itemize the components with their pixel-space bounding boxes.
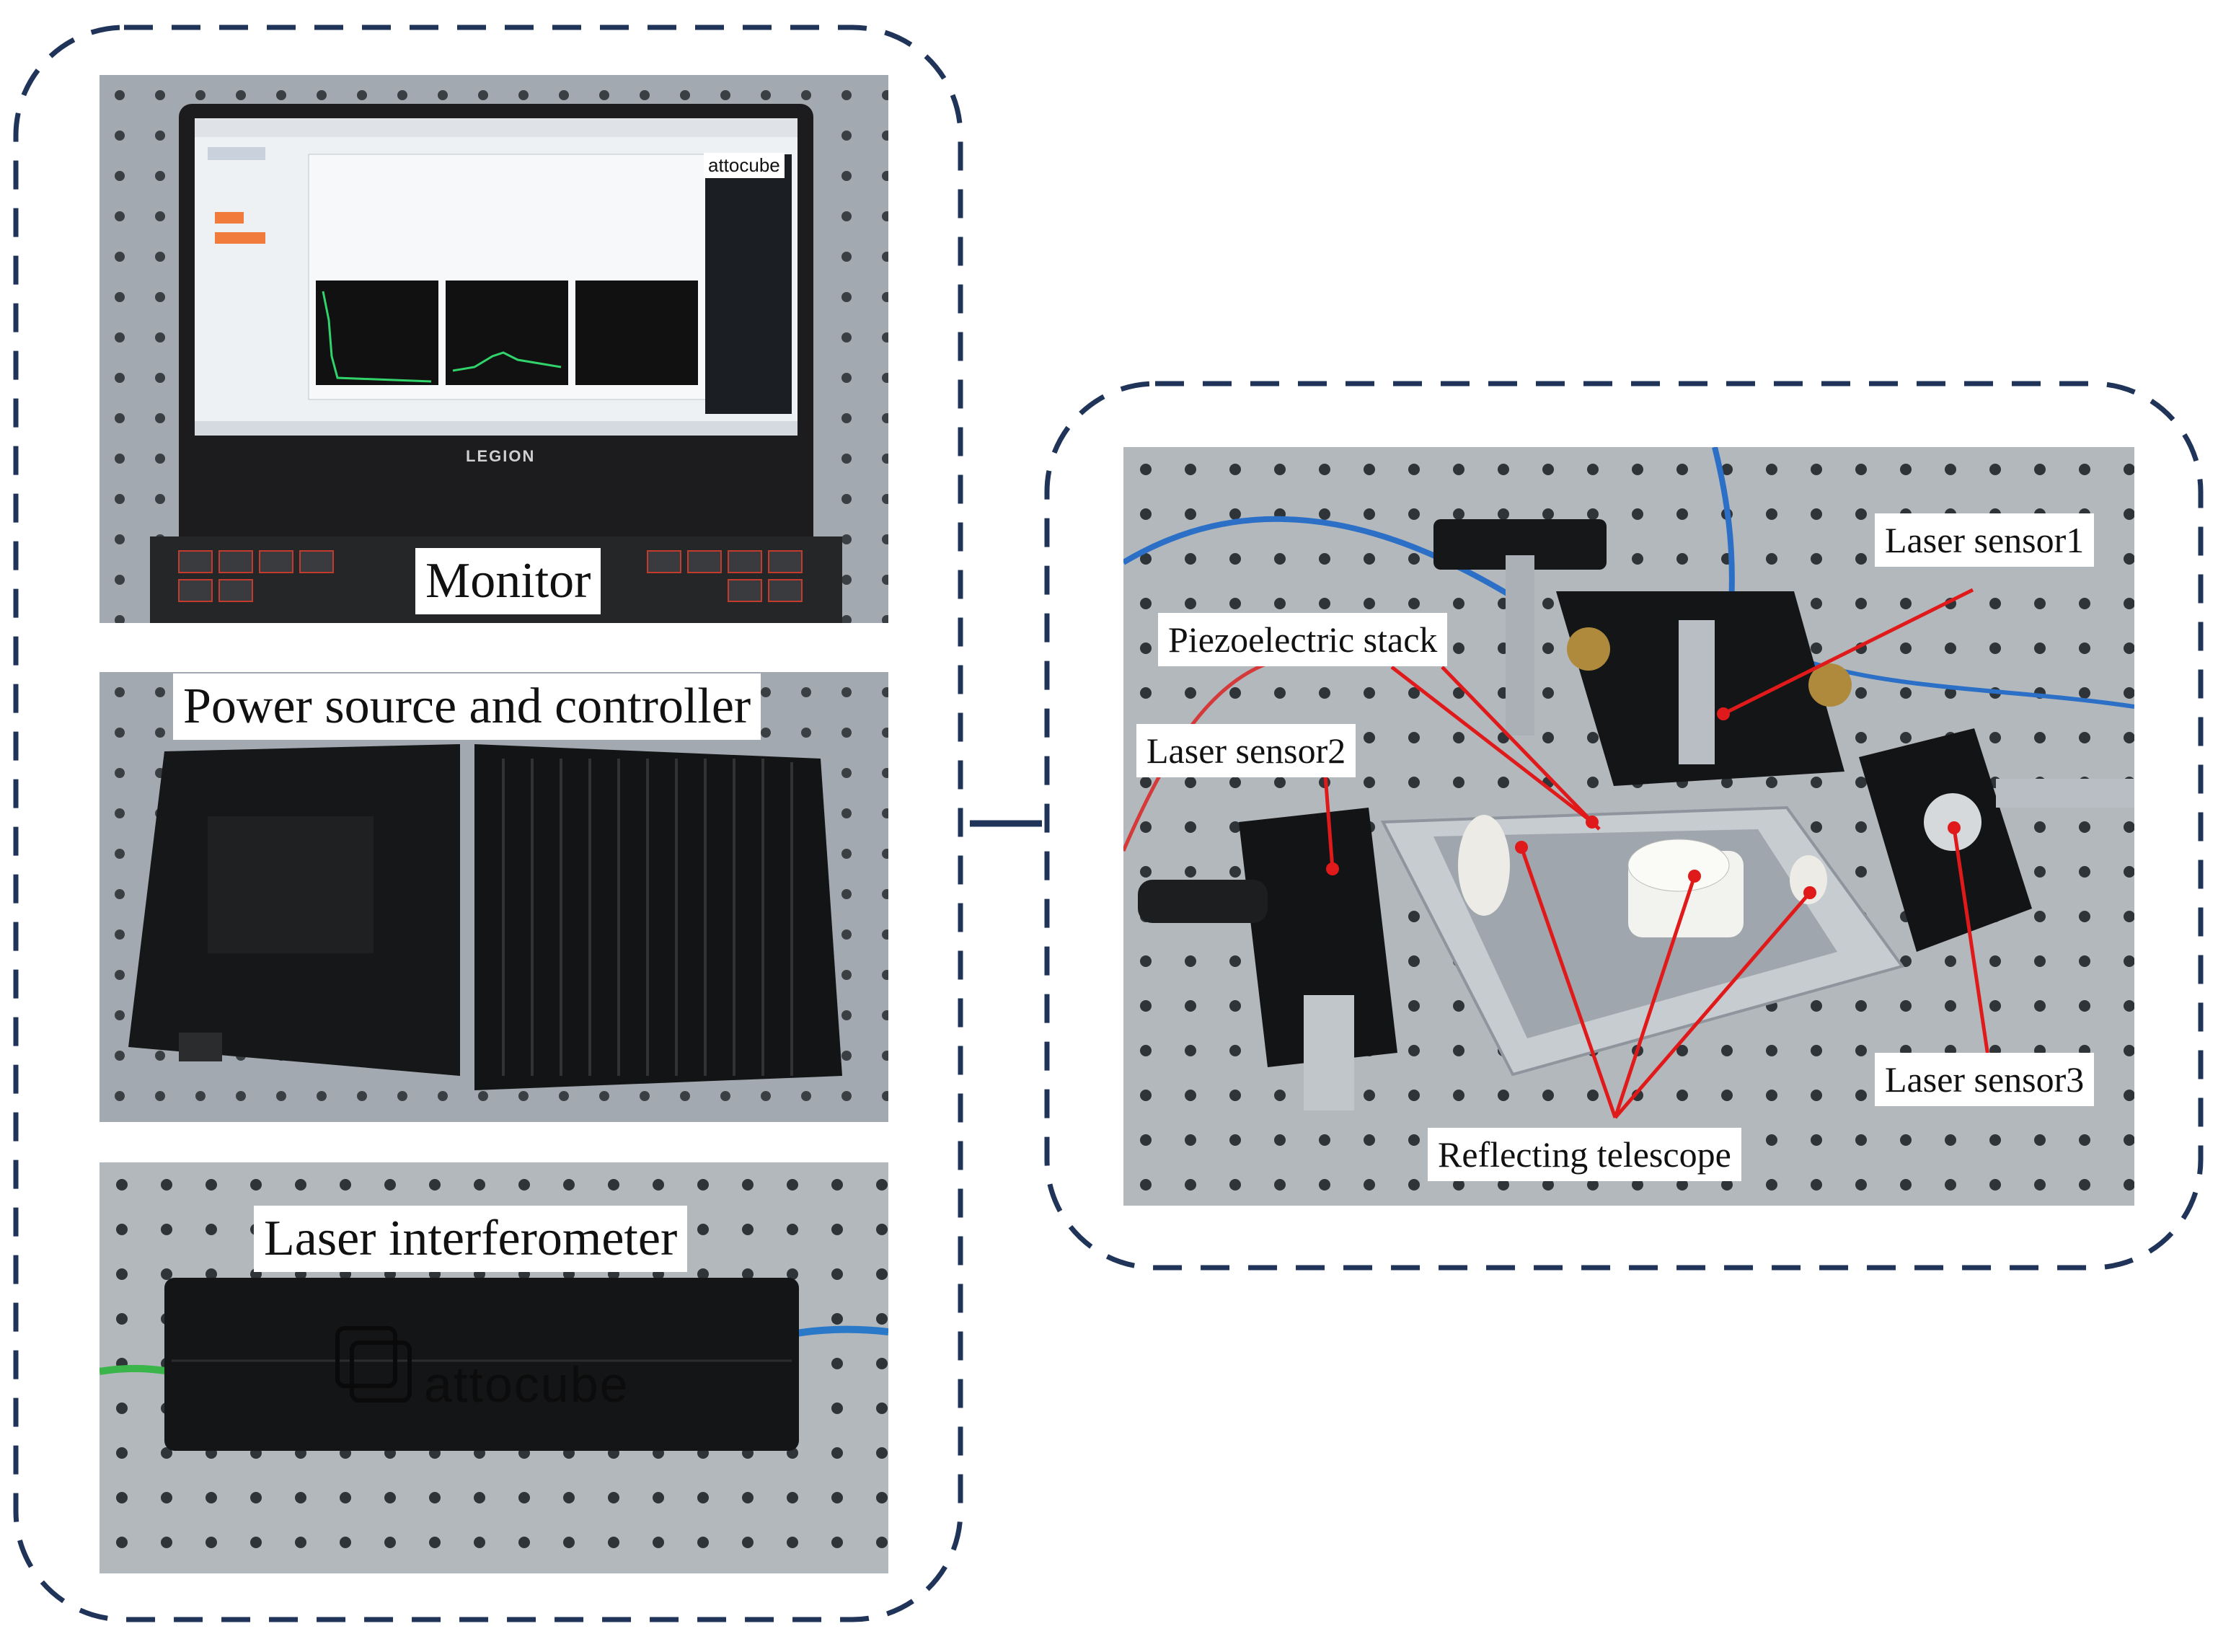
power-source-photo bbox=[100, 672, 888, 1122]
label-reflecting-telescope: Reflecting telescope bbox=[1428, 1128, 1741, 1181]
power-source-label: Power source and controller bbox=[173, 673, 761, 740]
interferometer-label: Laser interferometer bbox=[254, 1206, 688, 1272]
monitor-label: Monitor bbox=[415, 548, 601, 614]
screen-brand: attocube bbox=[704, 153, 785, 178]
monitor-photo: attocube LEGION bbox=[100, 75, 888, 623]
label-laser-sensor2: Laser sensor2 bbox=[1136, 724, 1356, 777]
label-laser-sensor3: Laser sensor3 bbox=[1875, 1053, 2095, 1106]
label-laser-sensor1: Laser sensor1 bbox=[1875, 513, 2095, 567]
controller-illustration bbox=[100, 672, 888, 1122]
device-brand: attocube bbox=[424, 1356, 629, 1413]
laptop-brand: LEGION bbox=[466, 447, 536, 465]
label-piezo-stack: Piezoelectric stack bbox=[1158, 613, 1448, 666]
